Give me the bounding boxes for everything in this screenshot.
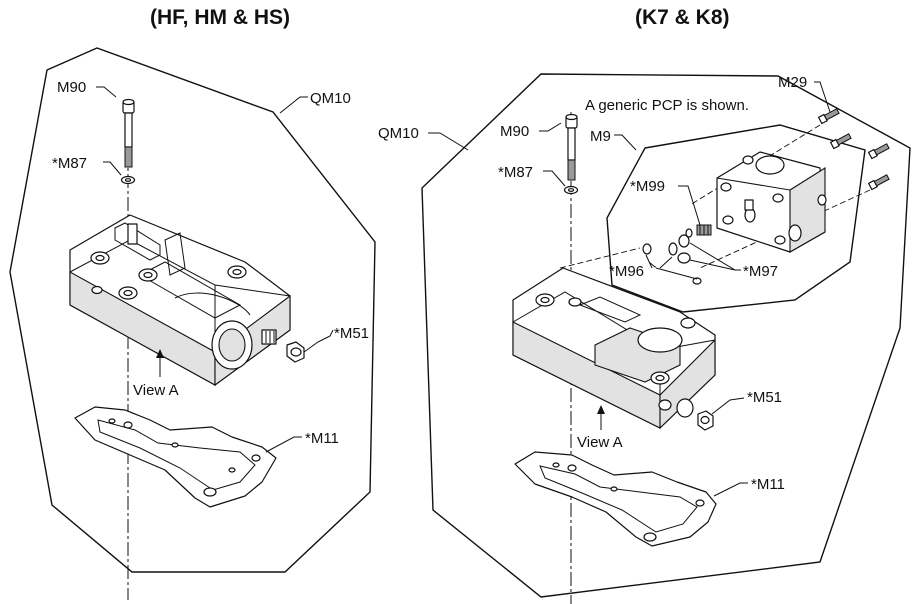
pcp-orings-m96-m97 <box>642 228 702 285</box>
left-callout-m87: *M87 <box>52 155 87 172</box>
pcp-spring-m99 <box>696 224 712 236</box>
right-callout-qm10: QM10 <box>378 125 419 142</box>
right-callout-m9: M9 <box>590 128 611 145</box>
left-callout-m51: *M51 <box>334 325 369 342</box>
pcp-boundary <box>606 124 866 313</box>
left-callout-view-a: View A <box>133 382 179 399</box>
right-panel: A generic PCP is shown. M29 M90 M9 QM10 … <box>378 73 911 604</box>
right-kit-boundary <box>421 73 911 598</box>
right-screws-m29 <box>689 108 890 269</box>
right-callout-m90: M90 <box>500 123 529 140</box>
right-callout-m87: *M87 <box>498 164 533 181</box>
right-panel-title: (K7 & K8) <box>635 6 730 29</box>
pcp-body-m9 <box>716 151 827 253</box>
pcp-note: A generic PCP is shown. <box>585 97 749 114</box>
left-panel: M90 *M87 QM10 *M51 View A *M11 <box>9 47 376 600</box>
left-callout-qm10: QM10 <box>310 90 351 107</box>
left-bolt-m90 <box>122 98 135 168</box>
left-panel-title: (HF, HM & HS) <box>150 6 290 29</box>
right-callout-m51: *M51 <box>747 389 782 406</box>
right-callout-m99: *M99 <box>630 178 665 195</box>
left-callout-m90: M90 <box>57 79 86 96</box>
right-washer-m87 <box>563 185 579 195</box>
left-washer-m87 <box>120 175 136 185</box>
right-fitting-m51 <box>697 397 745 431</box>
left-view-a-arrow <box>156 349 164 377</box>
right-valve-body <box>512 247 716 430</box>
right-callout-m97: *M97 <box>743 263 778 280</box>
left-fitting-m51 <box>261 329 334 363</box>
right-bolt-m90 <box>565 113 578 181</box>
right-callout-m96: *M96 <box>609 263 644 280</box>
left-callout-m11: *M11 <box>305 430 339 447</box>
right-gasket-m11 <box>514 451 717 547</box>
right-callout-m11: *M11 <box>751 476 785 493</box>
right-callout-view-a: View A <box>577 434 623 451</box>
left-gasket-m11 <box>74 406 277 508</box>
right-callout-m29: M29 <box>778 74 807 91</box>
left-valve-body <box>69 214 291 387</box>
left-kit-boundary <box>9 47 376 573</box>
right-view-a-arrow <box>597 405 605 430</box>
